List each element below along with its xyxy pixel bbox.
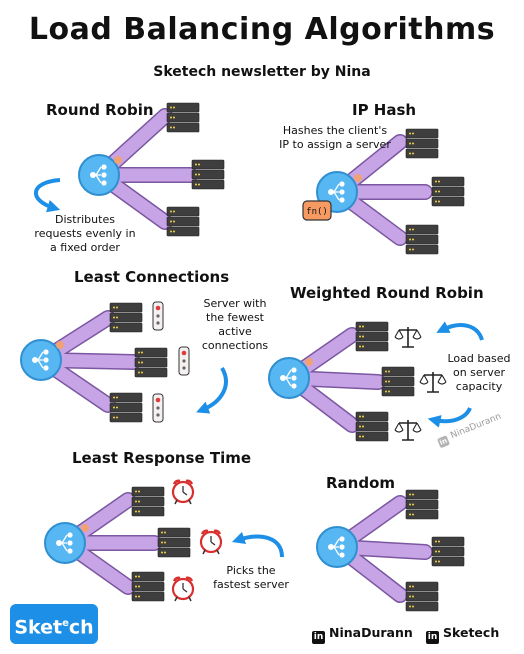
- alarm-clock-icon: [199, 529, 223, 556]
- weighted-round-robin-diagram: [268, 321, 484, 442]
- alarm-clock-icon: [171, 576, 195, 603]
- least-response-time-note: Picks the fastest server: [213, 564, 289, 591]
- server-icon: [355, 321, 389, 352]
- round-robin-diagram: [33, 102, 225, 237]
- linkedin-icon: in: [426, 631, 439, 644]
- server-icon: [405, 489, 439, 520]
- server-icon: [131, 486, 165, 517]
- server-icon: [405, 128, 439, 159]
- linkedin-icon: in: [312, 631, 325, 644]
- random-title: Random: [326, 474, 396, 492]
- server-icon: [355, 411, 389, 442]
- footer-brand[interactable]: in Sketech: [426, 625, 499, 644]
- server-icon: [166, 102, 200, 133]
- server-icon: [381, 366, 415, 397]
- curved-arrow-icon: [427, 407, 472, 428]
- logo-text-main: Sket: [14, 616, 63, 639]
- footer-author-name: NinaDurann: [329, 625, 413, 640]
- least-connections-note: Server with the fewest active connection…: [201, 297, 269, 352]
- page-title: Load Balancing Algorithms: [28, 12, 496, 47]
- weighted-round-robin-note: Load based on server capacity: [447, 352, 511, 393]
- load-balancer-icon: [44, 522, 86, 564]
- least-connections-title: Least Connections: [74, 268, 230, 286]
- server-icon: [157, 527, 191, 558]
- page-subtitle: Sketech newsletter by Nina: [153, 64, 371, 80]
- connection-meter-icon: [152, 393, 164, 423]
- hash-function-label: fn(): [306, 207, 328, 217]
- load-balancer-icon: [20, 339, 62, 381]
- footer-brand-name: Sketech: [443, 625, 500, 640]
- ip-hash-note: Hashes the client's IP to assign a serve…: [279, 124, 391, 151]
- footer-author[interactable]: in NinaDurann: [312, 625, 413, 644]
- curved-arrow-icon: [196, 366, 228, 414]
- least-response-time-diagram: [44, 479, 284, 603]
- random-diagram: [316, 489, 465, 612]
- curved-arrow-icon: [436, 321, 484, 341]
- hash-function-icon: [302, 200, 332, 221]
- weighted-round-robin-title: Weighted Round Robin: [290, 284, 484, 302]
- server-icon: [191, 159, 225, 190]
- alarm-clock-icon: [171, 479, 195, 506]
- server-icon: [109, 392, 143, 423]
- server-icon: [405, 224, 439, 255]
- server-icon: [131, 571, 165, 602]
- load-balancer-icon: [268, 357, 310, 399]
- curved-arrow-icon: [33, 178, 61, 213]
- connection-meter-icon: [152, 301, 164, 331]
- scale-icon: [394, 326, 422, 348]
- load-balancer-icon: [78, 154, 120, 196]
- load-balancer-icon: [316, 526, 358, 568]
- round-robin-title: Round Robin: [46, 101, 154, 119]
- server-icon: [109, 302, 143, 333]
- ip-hash-diagram: fn(): [302, 128, 465, 255]
- server-icon: [405, 581, 439, 612]
- curved-arrow-icon: [231, 531, 284, 558]
- round-robin-note: Distributes requests evenly in a fixed o…: [34, 213, 136, 254]
- least-response-time-title: Least Response Time: [72, 449, 252, 467]
- server-icon: [431, 536, 465, 567]
- ip-hash-title: IP Hash: [352, 101, 417, 119]
- server-icon: [431, 176, 465, 207]
- server-icon: [134, 347, 168, 378]
- scale-icon: [394, 419, 422, 441]
- logo-text-sup: e: [62, 618, 69, 629]
- least-connections-diagram: [20, 301, 228, 423]
- sketech-logo: Sketech: [10, 604, 98, 644]
- logo-text-end: ch: [68, 616, 94, 639]
- connection-meter-icon: [178, 346, 190, 376]
- server-icon: [166, 206, 200, 237]
